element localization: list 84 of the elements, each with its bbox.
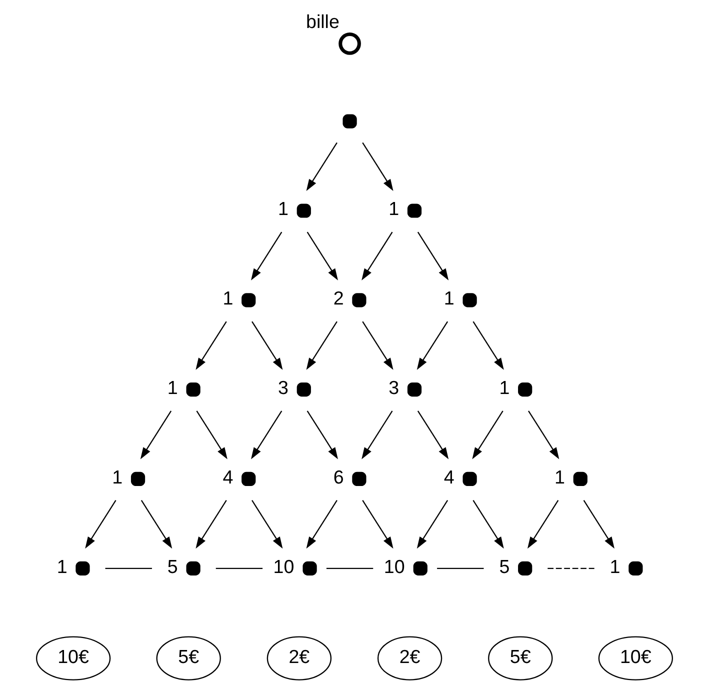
node-label: 1	[222, 288, 233, 309]
node-label: 1	[609, 556, 620, 577]
node-label: bille	[305, 11, 339, 32]
arrow	[251, 321, 282, 370]
arrow	[306, 142, 337, 191]
node-circle	[75, 561, 90, 576]
node-label: 1	[112, 466, 122, 488]
arrow	[362, 321, 393, 370]
node-label: 6	[332, 466, 344, 488]
node-label: 4	[443, 466, 454, 488]
node-ellipse: 10€	[598, 636, 673, 680]
node-circle	[518, 561, 532, 576]
node-label: 10	[383, 556, 404, 577]
node-label: 1	[278, 198, 288, 220]
node-label: 1	[56, 556, 67, 577]
connector	[436, 568, 484, 569]
node-circle	[130, 472, 145, 486]
arrow	[362, 142, 393, 191]
connector	[104, 568, 152, 569]
arrow	[250, 232, 282, 280]
node-circle	[406, 382, 422, 397]
arrow	[362, 500, 393, 549]
node-ellipse: 2€	[376, 636, 442, 680]
node-circle	[628, 561, 642, 576]
node-label: 2	[332, 288, 344, 309]
node-label: 1	[443, 288, 454, 309]
node-circle	[296, 382, 310, 397]
node-label: 5	[166, 556, 178, 577]
arrow	[196, 410, 227, 460]
connector	[215, 568, 262, 569]
arrow	[361, 232, 392, 280]
node-circle	[518, 382, 532, 397]
node-label: 1	[388, 198, 399, 220]
node-label: 1	[498, 377, 510, 398]
node-circle	[241, 293, 256, 308]
arrow	[195, 321, 226, 370]
arrow	[526, 500, 558, 549]
arrow	[195, 500, 226, 549]
node-circle	[352, 293, 366, 308]
node-label: 4	[222, 466, 233, 488]
node-ellipse: 2€	[266, 636, 332, 680]
arrow	[472, 410, 503, 460]
arrow	[84, 500, 116, 549]
arrow	[416, 500, 448, 549]
arrow	[306, 321, 337, 370]
arrow	[306, 232, 338, 280]
node-circle	[296, 204, 310, 218]
node-circle	[406, 204, 422, 218]
arrow	[140, 410, 172, 460]
arrow	[250, 410, 282, 460]
connector	[326, 568, 373, 569]
node-circle	[462, 293, 476, 308]
node-ellipse: 10€	[35, 636, 110, 680]
arrow	[528, 410, 559, 460]
node-circle	[412, 561, 427, 576]
arrow	[140, 500, 172, 549]
node-circle	[352, 472, 366, 486]
node-circle	[186, 561, 200, 576]
node-circle	[302, 561, 316, 576]
node-label: 3	[278, 377, 288, 398]
connector	[547, 568, 594, 569]
arrow	[361, 410, 392, 460]
arrow	[416, 410, 448, 460]
arrow	[472, 321, 504, 370]
node-ellipse: 5€	[488, 636, 552, 680]
node-label: 1	[166, 377, 178, 398]
node-label: 10	[272, 556, 294, 577]
node-circle	[462, 472, 476, 486]
node-ellipse: 5€	[156, 636, 220, 680]
node-circle	[572, 472, 587, 486]
node-circle	[186, 382, 200, 397]
node-circle	[338, 32, 360, 55]
arrow	[472, 500, 504, 549]
node-label: 1	[554, 466, 564, 488]
arrow	[251, 500, 282, 549]
node-label: 3	[388, 377, 399, 398]
arrow	[416, 232, 448, 280]
arrow	[306, 410, 338, 460]
node-circle	[342, 114, 356, 128]
arrow	[582, 500, 614, 549]
node-label: 5	[498, 556, 510, 577]
node-circle	[241, 472, 256, 486]
arrow	[416, 321, 448, 370]
arrow	[306, 500, 337, 549]
